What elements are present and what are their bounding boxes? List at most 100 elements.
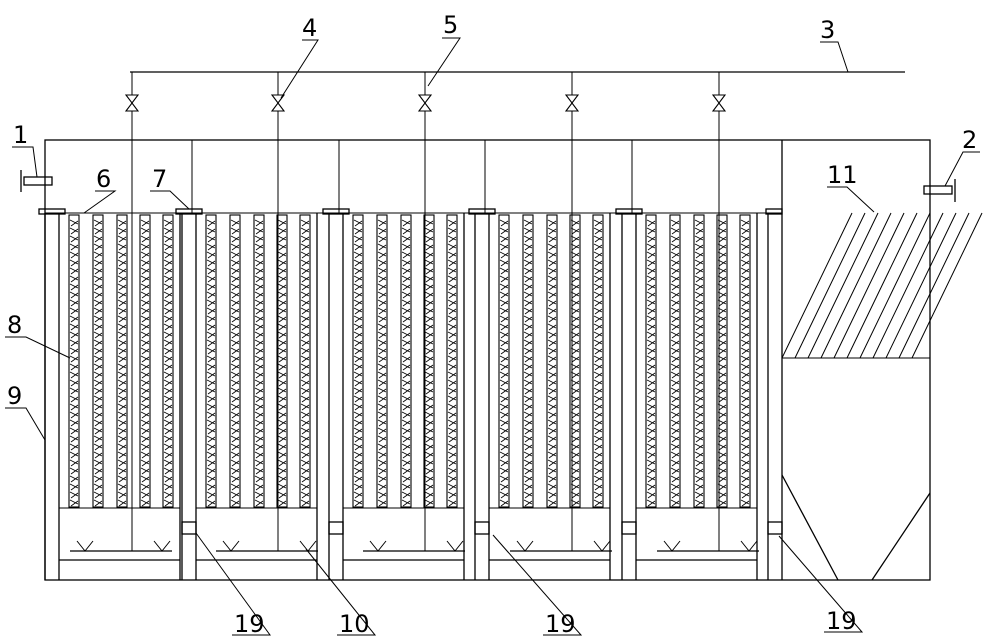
baffle-cap xyxy=(322,208,350,215)
hopper-right xyxy=(871,492,931,581)
label-tank-wall: 9 xyxy=(7,382,22,410)
filler-column xyxy=(116,214,128,508)
label-aerator: 10 xyxy=(339,610,370,638)
filler-column xyxy=(546,214,558,508)
diffuser-icon xyxy=(740,540,758,552)
compartment-2 xyxy=(175,140,318,580)
filler-column xyxy=(92,214,104,508)
valve-icon xyxy=(270,102,286,112)
diffuser-icon xyxy=(299,540,317,552)
label-baffle-cap: 7 xyxy=(152,165,167,193)
filler-texture xyxy=(353,219,363,507)
filler-tube xyxy=(68,214,80,508)
filler-column xyxy=(592,214,604,508)
label-connector-a: 19 xyxy=(234,610,265,638)
air-branch xyxy=(417,72,433,551)
filler-column xyxy=(446,214,458,508)
compartments-layer xyxy=(38,140,783,580)
filler-texture xyxy=(117,219,127,507)
filler-tube xyxy=(276,214,288,508)
filler-texture xyxy=(547,219,557,507)
filler-texture xyxy=(740,219,750,507)
filler-texture xyxy=(401,219,411,507)
label-air-branch-pipe: 5 xyxy=(443,11,458,39)
label-air-main-pipe: 3 xyxy=(820,16,835,44)
diffuser-icon xyxy=(369,540,387,552)
filler-texture xyxy=(670,219,680,507)
inclined-tube-pack xyxy=(781,212,983,359)
tank-body xyxy=(44,139,931,581)
diffuser-icon xyxy=(663,540,681,552)
compartment-5 xyxy=(615,140,759,580)
air-branch xyxy=(711,72,727,551)
compartment-4 xyxy=(468,140,612,580)
filler-texture xyxy=(570,219,580,507)
filler-tube xyxy=(229,214,241,508)
label-filler-column: 8 xyxy=(7,311,22,339)
filler-texture xyxy=(499,219,509,507)
filler-tube xyxy=(669,214,681,508)
valve-icon xyxy=(270,94,286,104)
filler-texture xyxy=(140,219,150,507)
compartment-1 xyxy=(38,208,181,580)
label-inlet-pipe: 1 xyxy=(13,121,28,149)
inclined-tube xyxy=(833,212,905,359)
air-branch xyxy=(564,72,580,551)
inclined-tube xyxy=(794,212,866,359)
filler-column xyxy=(522,214,534,508)
label-support-plate: 6 xyxy=(96,165,111,193)
label-outlet-pipe: 2 xyxy=(962,126,977,154)
filler-column xyxy=(645,214,657,508)
filler-column xyxy=(162,214,174,508)
label-connector-b: 19 xyxy=(545,610,576,638)
connector-block xyxy=(181,521,197,535)
filler-tube xyxy=(352,214,364,508)
filler-texture xyxy=(717,219,727,507)
baffle-cap xyxy=(38,208,66,215)
filler-texture xyxy=(377,219,387,507)
filler-texture xyxy=(447,219,457,507)
filler-tube xyxy=(592,214,604,508)
air-branch xyxy=(270,72,286,551)
filler-tube xyxy=(116,214,128,508)
filler-column xyxy=(253,214,265,508)
diffuser-icon xyxy=(593,540,611,552)
filler-tube xyxy=(139,214,151,508)
filler-texture xyxy=(69,219,79,507)
filler-tube xyxy=(253,214,265,508)
baffle-cap xyxy=(615,208,643,215)
inlet-pipe xyxy=(20,170,53,192)
filler-column xyxy=(423,214,435,508)
valve-icon xyxy=(564,102,580,112)
diffuser-icon xyxy=(446,540,464,552)
valve-icon xyxy=(711,102,727,112)
filler-column xyxy=(352,214,364,508)
baffle-cap xyxy=(468,208,496,215)
filler-tube xyxy=(739,214,751,508)
filler-texture xyxy=(424,219,434,507)
filler-tube xyxy=(423,214,435,508)
valve-icon xyxy=(124,102,140,112)
filler-texture xyxy=(206,219,216,507)
filler-column xyxy=(569,214,581,508)
reference-numerals: 1 2 3 4 5 6 7 8 9 11 10 19 19 19 xyxy=(7,11,977,638)
filler-column xyxy=(376,214,388,508)
filler-column xyxy=(739,214,751,508)
diffuser-icon xyxy=(153,540,171,552)
connector-block xyxy=(328,521,344,535)
air-branch xyxy=(124,72,140,551)
connector-block xyxy=(621,521,637,535)
filler-tube xyxy=(716,214,728,508)
compartment-3 xyxy=(322,140,465,580)
filler-column xyxy=(139,214,151,508)
filler-column xyxy=(669,214,681,508)
filler-column xyxy=(299,214,311,508)
filler-texture xyxy=(254,219,264,507)
inclined-tube xyxy=(859,212,931,359)
filler-tube xyxy=(205,214,217,508)
filler-texture xyxy=(300,219,310,507)
filler-tube xyxy=(446,214,458,508)
inclined-tube xyxy=(911,212,983,359)
filler-texture xyxy=(93,219,103,507)
